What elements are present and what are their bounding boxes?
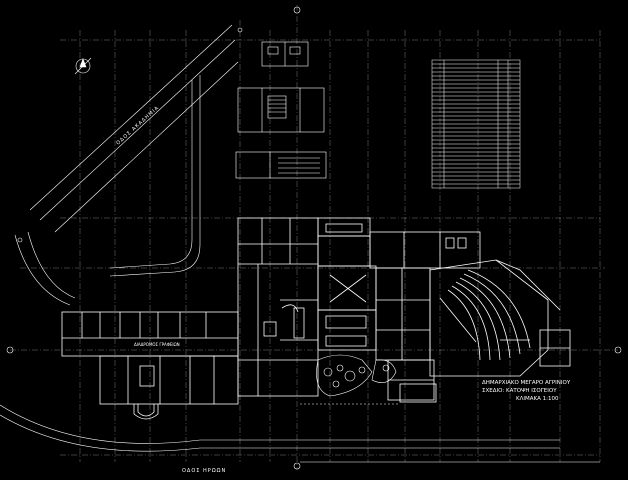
detached-plan-top bbox=[261, 41, 309, 67]
site-kerbs bbox=[14, 75, 201, 306]
street-akadimia bbox=[29, 24, 239, 233]
north-arrow-icon bbox=[74, 57, 92, 75]
east-block bbox=[369, 231, 481, 401]
street-south-label: ΟΔΟΣ ΗΡΩΩΝ bbox=[182, 468, 226, 474]
garden bbox=[300, 354, 400, 405]
central-block bbox=[237, 217, 319, 397]
room-schedule-table bbox=[431, 59, 521, 189]
street-iroon bbox=[0, 404, 600, 463]
upper-floor-plan bbox=[237, 87, 325, 133]
title-line-3: ΚΛΙΜΑΚΑ 1:100 bbox=[516, 396, 559, 402]
corridor-label: ΔΙΑΔΡΟΜΟΣ ΓΡΑΦΕΙΩΝ bbox=[134, 342, 180, 347]
title-line-2: ΣΧΕΔΙΟ: ΚΑΤΟΨΗ ΙΣΟΓΕΙΟΥ bbox=[482, 388, 557, 394]
auditorium bbox=[399, 259, 571, 403]
stair-plan bbox=[235, 151, 327, 179]
courtyard-block bbox=[317, 217, 377, 351]
grid-markers bbox=[6, 6, 622, 470]
title-line-1: ΔΗΜΑΡΧΙΑΚΟ ΜΕΓΑΡΟ ΑΓΡΙΝΙΟΥ bbox=[482, 380, 571, 386]
